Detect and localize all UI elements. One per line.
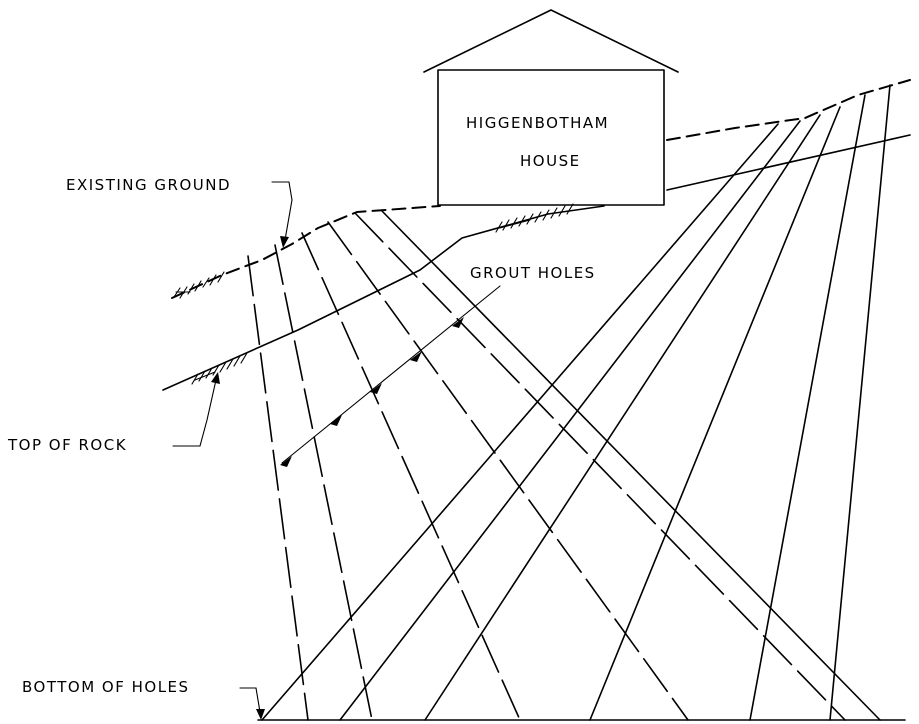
grout-holes-label: GROUT HOLES [470, 264, 596, 282]
existing-ground-line [171, 205, 441, 299]
grout-holes-left-set [247, 210, 881, 721]
house-label-line1: HIGGENBOTHAM [466, 114, 609, 132]
top-of-rock-label: TOP OF ROCK [7, 436, 127, 454]
higgenbotham-house [423, 9, 679, 206]
grout-holes-leader [281, 285, 501, 464]
grout-hole [339, 120, 801, 721]
top-of-rock-arrowhead [211, 372, 220, 384]
existing-ground-label: EXISTING GROUND [66, 176, 231, 194]
house-label-line2: HOUSE [520, 152, 581, 170]
grout-hole [247, 255, 309, 721]
grout-holes-arrowhead [330, 415, 342, 426]
grout-holes-arrowhead [410, 351, 422, 362]
grout-hole [381, 210, 881, 721]
existing-ground-line-right [666, 79, 911, 141]
grout-holes-arrowhead [370, 383, 382, 394]
bottom-of-holes-label: BOTTOM OF HOLES [22, 678, 190, 696]
grout-hole [301, 232, 521, 721]
grout-hole [749, 94, 866, 721]
grout-holes-right-set [261, 84, 891, 721]
top-of-rock-line [162, 205, 605, 391]
grout-hole [424, 114, 821, 721]
bottom-of-holes-arrowhead [256, 709, 265, 720]
grout-holes-arrowhead [280, 456, 292, 467]
existing-ground-leader [271, 181, 293, 241]
existing-ground-arrowhead [280, 236, 289, 248]
grout-hole [829, 84, 891, 721]
house-walls [437, 69, 665, 206]
grout-hole [261, 123, 779, 721]
grout-hole [274, 244, 373, 721]
grout-holes-arrowhead [452, 317, 464, 328]
top-of-rock-leader [172, 379, 217, 447]
grout-hole [589, 106, 841, 721]
house-roof [423, 9, 679, 73]
grout-hole [327, 221, 689, 721]
grout-hole [354, 212, 846, 721]
bottom-of-holes-leader [239, 687, 261, 713]
